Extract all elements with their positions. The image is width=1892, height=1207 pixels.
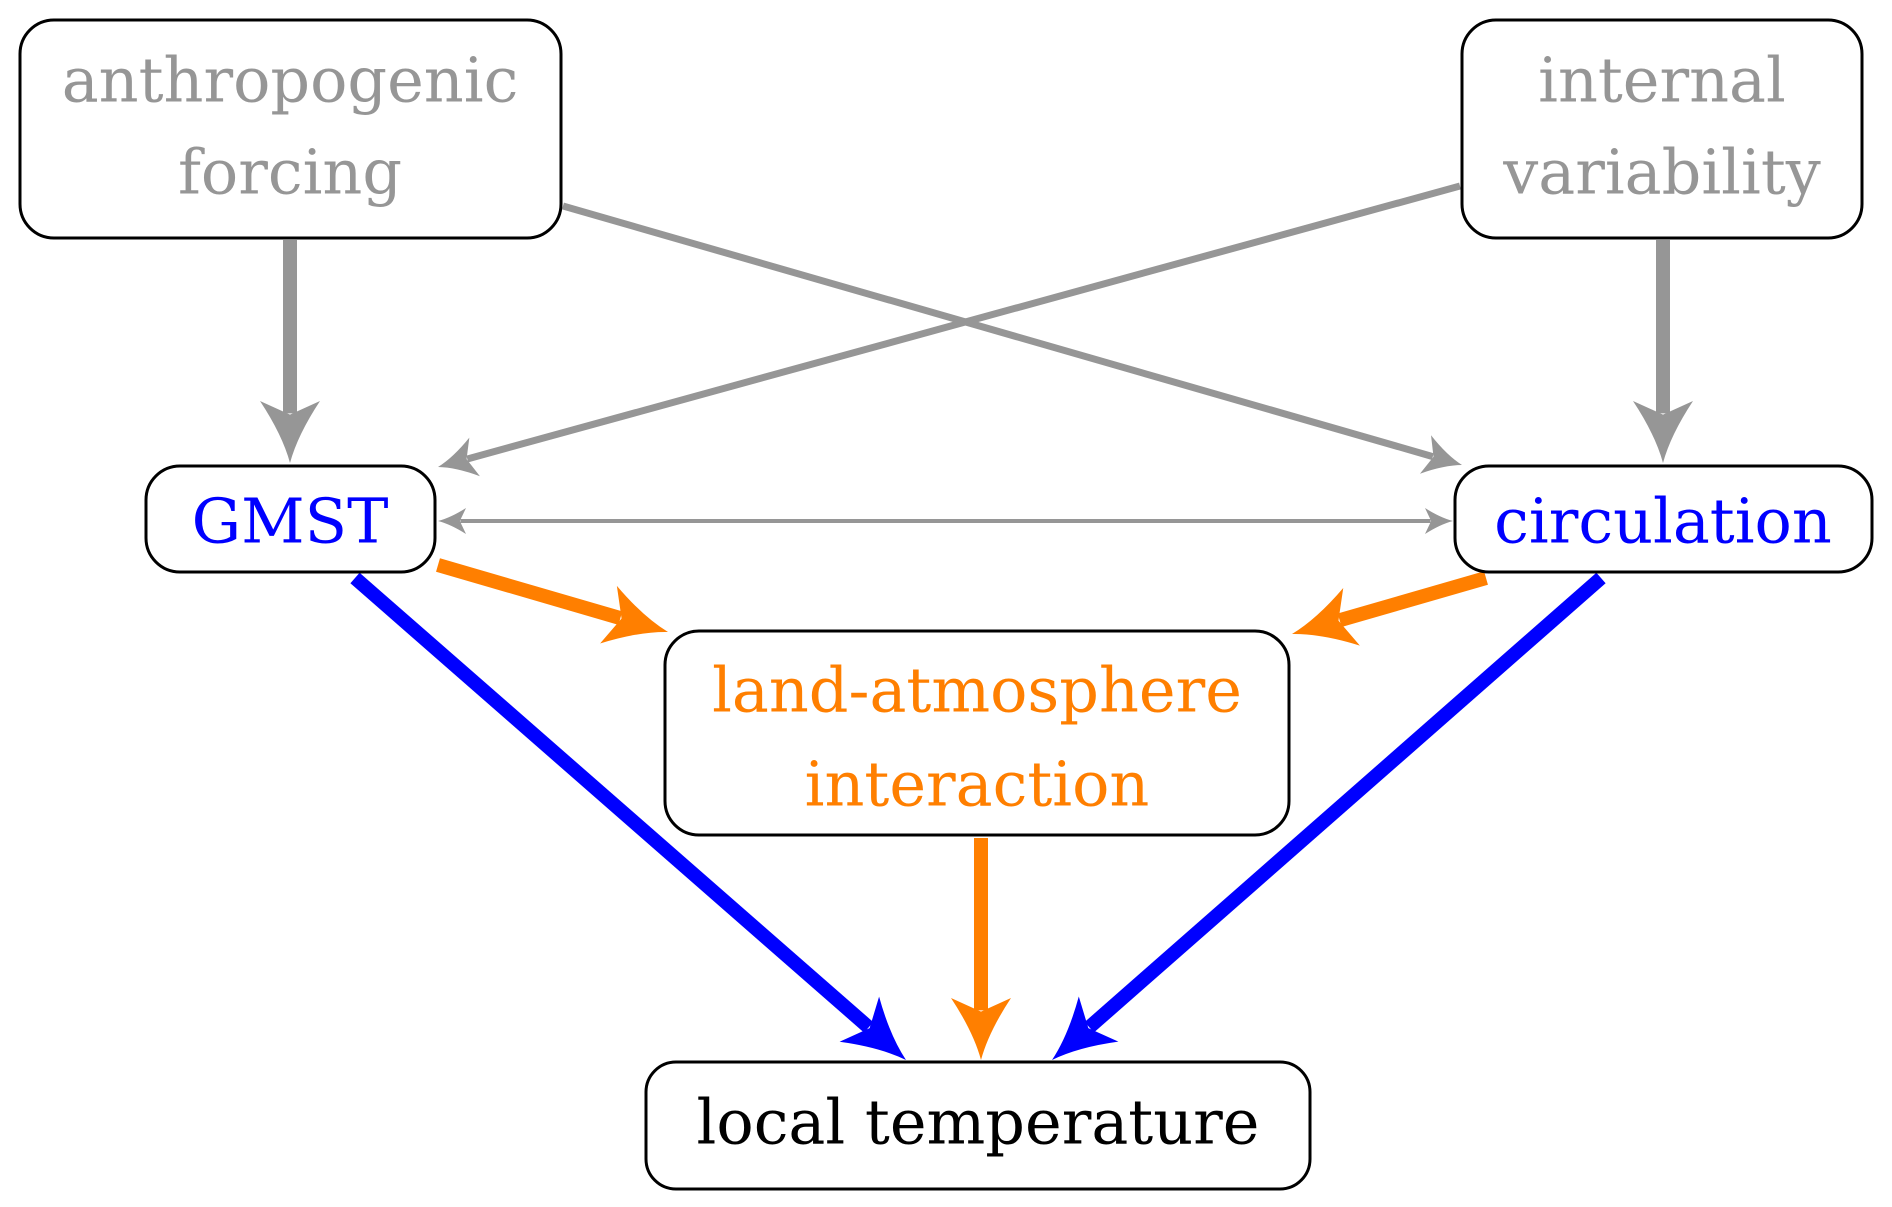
node-label-line-1: internal bbox=[1538, 44, 1786, 117]
node-label-line-2: forcing bbox=[178, 136, 402, 209]
node-box bbox=[1460, 18, 1864, 240]
node-box bbox=[18, 18, 563, 240]
node-label: GMST bbox=[192, 485, 389, 558]
node-local-temperature: local temperature bbox=[644, 1060, 1312, 1191]
node-circulation: circulation bbox=[1453, 464, 1874, 574]
node-label-line-1: land-atmosphere bbox=[712, 654, 1242, 727]
edge-anthropogenic-to-gmst bbox=[260, 240, 320, 463]
arrowhead-icon bbox=[1425, 508, 1453, 534]
arrowhead-icon bbox=[1633, 401, 1693, 463]
edge-line bbox=[350, 572, 874, 1033]
node-label: circulation bbox=[1494, 485, 1832, 558]
edge-internal-to-circulation bbox=[1633, 240, 1693, 463]
edge-gmst-to-local bbox=[350, 572, 906, 1060]
arrowhead-icon bbox=[438, 508, 466, 534]
edge-anthropogenic-to-circulation bbox=[562, 202, 1462, 474]
node-box bbox=[144, 464, 437, 574]
arrowhead-icon bbox=[1052, 996, 1119, 1060]
arrowhead-icon bbox=[260, 401, 320, 463]
edge-circulation-to-landatm bbox=[1292, 571, 1488, 646]
node-anthropogenic-forcing: anthropogenic forcing bbox=[18, 18, 563, 240]
arrowhead-icon bbox=[1292, 587, 1360, 646]
node-land-atmosphere-interaction: land-atmosphere interaction bbox=[663, 629, 1291, 837]
node-label-line-2: variability bbox=[1502, 136, 1821, 209]
node-gmst: GMST bbox=[144, 464, 437, 574]
edge-gmst-to-circulation bbox=[438, 508, 1453, 534]
node-label-line-2: interaction bbox=[805, 748, 1150, 821]
edge-line bbox=[1337, 571, 1488, 627]
node-box bbox=[663, 629, 1291, 837]
edges-layer bbox=[260, 182, 1693, 1060]
arrowhead-icon bbox=[951, 998, 1011, 1060]
node-box bbox=[1453, 464, 1874, 574]
arrowhead-icon bbox=[839, 996, 906, 1060]
arrowhead-icon bbox=[600, 585, 668, 644]
edge-internal-to-gmst bbox=[438, 182, 1461, 477]
edge-line bbox=[436, 558, 623, 625]
node-internal-variability: internal variability bbox=[1460, 18, 1864, 240]
arrowhead-icon bbox=[438, 437, 480, 477]
edge-line bbox=[466, 182, 1461, 463]
node-label: local temperature bbox=[697, 1086, 1260, 1159]
edge-line bbox=[1084, 572, 1606, 1033]
nodes-layer: anthropogenic forcing internal variabili… bbox=[18, 18, 1874, 1191]
edge-landatm-to-local bbox=[951, 838, 1011, 1060]
edge-line bbox=[562, 202, 1434, 460]
edge-circulation-to-local bbox=[1052, 572, 1606, 1060]
edge-gmst-to-landatm bbox=[436, 558, 668, 644]
arrowhead-icon bbox=[1419, 435, 1462, 474]
node-box bbox=[644, 1060, 1312, 1191]
node-label-line-1: anthropogenic bbox=[62, 44, 519, 117]
